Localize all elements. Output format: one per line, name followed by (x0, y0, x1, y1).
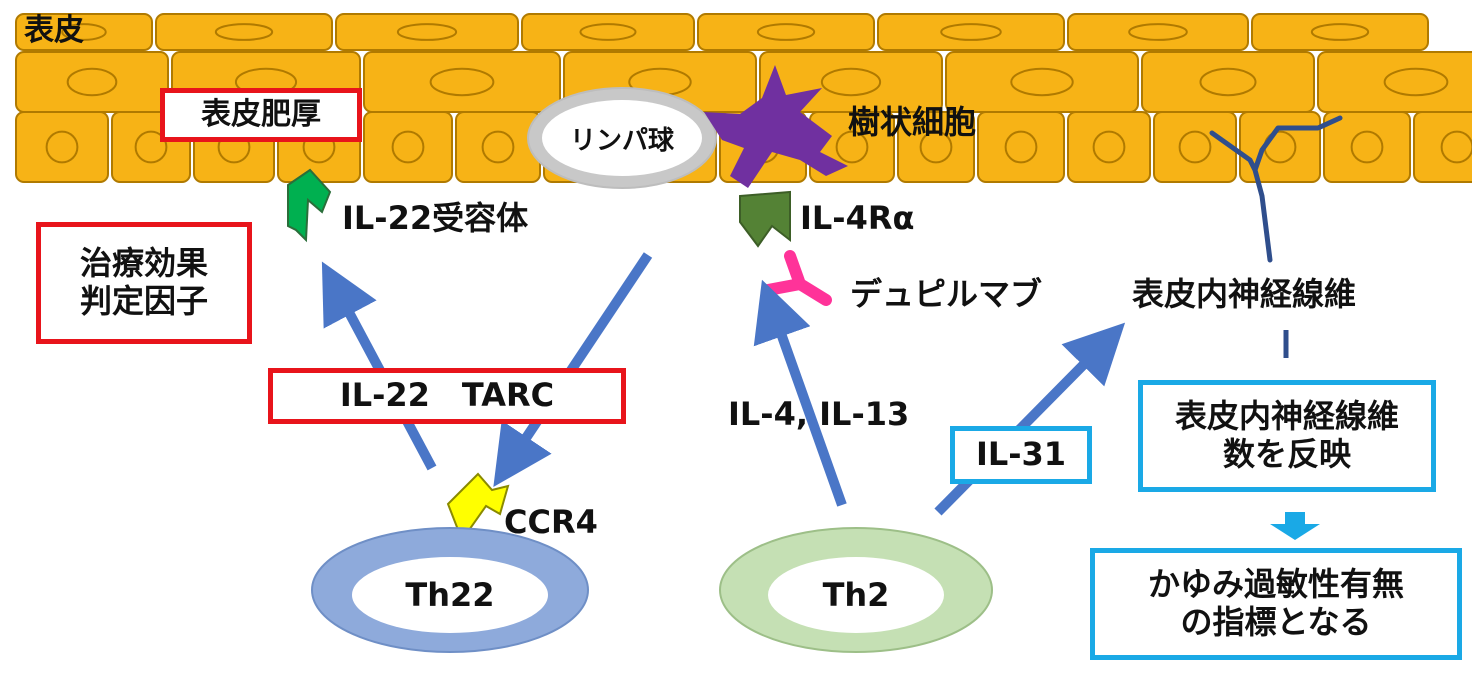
epidermal-thickening-text: 表皮肥厚 (201, 97, 321, 133)
nerve-count-box: 表皮内神経線維 数を反映 (1138, 380, 1436, 492)
epidermal-cell (1239, 111, 1321, 183)
epidermal-cell (15, 111, 109, 183)
epidermal-cell-nucleus (835, 130, 869, 164)
epidermal-cell (897, 111, 975, 183)
epidermal-cell (977, 111, 1065, 183)
epidermal-cell-nucleus (1010, 67, 1074, 97)
dendritic-cell-label: 樹状細胞 (848, 103, 977, 141)
nerve-count-line-2: 数を反映 (1222, 435, 1351, 473)
epidermal-cell (1323, 111, 1411, 183)
epidermal-cell (335, 13, 519, 51)
il31-text: IL-31 (975, 435, 1067, 474)
epidermal-cell (1413, 111, 1472, 183)
epidermal-cell-nucleus (919, 130, 953, 164)
il22-tarc-text: IL-22 TARC (339, 376, 555, 415)
epidermal-cell-nucleus (1004, 130, 1038, 164)
epidermal-cell-nucleus (134, 130, 168, 164)
epidermal-cell-nucleus (1128, 23, 1188, 41)
epidermal-cell (1317, 51, 1472, 113)
epidermal-cell-nucleus (756, 23, 816, 41)
epidermal-cell (877, 13, 1065, 51)
epidermal-cell-nucleus (940, 23, 1002, 41)
itch-indicator-box: かゆみ過敏性有無 の指標となる (1090, 548, 1462, 660)
treatment-factor-box: 治療効果 判定因子 (36, 222, 252, 344)
epidermal-cell (1141, 51, 1315, 113)
epidermal-cell (363, 111, 453, 183)
lymphocyte-nucleus (542, 100, 702, 176)
epidermal-cell (15, 51, 169, 113)
il4-il13-label: IL-4, IL-13 (728, 395, 910, 433)
epidermal-cell (521, 13, 695, 51)
nerve-fiber (1209, 115, 1343, 263)
arrow-down-blue (1270, 512, 1320, 540)
th22-nucleus (352, 557, 548, 633)
th2-label: Th2 (822, 576, 890, 614)
th2-nucleus (768, 557, 944, 633)
epidermal-cell-nucleus (1310, 23, 1370, 41)
treatment-factor-line-1: 治療効果 (79, 244, 208, 283)
epidermal-cell-nucleus (61, 23, 107, 41)
epidermal-thickening-box: 表皮肥厚 (160, 88, 362, 142)
epidermis-label: 表皮 (24, 13, 84, 48)
epidermal-cell (455, 111, 541, 183)
dupilumab-shape (762, 250, 832, 306)
epidermal-cell (1251, 13, 1429, 51)
intraepidermal-nerve-label: 表皮内神経線維 (1132, 275, 1357, 313)
epidermal-cell (1067, 111, 1151, 183)
arrow-th2-to-il4r (753, 279, 847, 507)
epidermal-cell-nucleus (1178, 130, 1212, 164)
epidermal-cell-nucleus (1383, 67, 1449, 97)
il31-box: IL-31 (950, 426, 1092, 484)
epidermal-cell-nucleus (1199, 67, 1257, 97)
epidermal-cell (155, 13, 333, 51)
epidermis-layer (15, 13, 1472, 183)
il22-receptor-label: IL-22受容体 (342, 199, 529, 237)
itch-indicator-line-1: かゆみ過敏性有無 (1147, 565, 1404, 604)
epidermal-cell (697, 13, 875, 51)
dendritic-cell (704, 65, 848, 188)
lymphocyte-label: リンパ球 (569, 126, 674, 156)
epidermal-cell-nucleus (396, 23, 458, 41)
epidermal-cell-nucleus (579, 23, 637, 41)
epidermal-cell-nucleus (820, 67, 882, 97)
il4r-alpha-label: IL-4Rα (800, 199, 915, 237)
itch-indicator-line-2: の指標となる (1180, 603, 1372, 641)
il22-tarc-box: IL-22 TARC (268, 368, 626, 424)
th22-label: Th22 (405, 576, 495, 614)
epidermal-cell-nucleus (214, 23, 274, 41)
nerve-count-line-1: 表皮内神経線維 (1174, 397, 1399, 436)
il22-receptor-shape (287, 168, 332, 243)
epidermal-cell-nucleus (1440, 130, 1472, 164)
treatment-factor-line-2: 判定因子 (79, 282, 208, 320)
il4r-alpha-shape (739, 190, 791, 248)
ccr4-label: CCR4 (504, 503, 598, 541)
epidermal-cell (363, 51, 561, 113)
epidermal-cell-nucleus (429, 67, 495, 97)
dupilumab-label: デュピルマブ (850, 275, 1043, 313)
epidermal-cell-nucleus (1350, 130, 1384, 164)
epidermal-cell-nucleus (481, 130, 515, 164)
epidermal-cell (1067, 13, 1249, 51)
epidermal-cell (1153, 111, 1237, 183)
epidermal-cell-nucleus (45, 130, 79, 164)
epidermal-cell-nucleus (391, 130, 425, 164)
epidermal-cell-nucleus (66, 67, 118, 97)
arrow-lymphocyte-to-ccr4 (493, 252, 653, 487)
epidermal-cell (15, 13, 153, 51)
epidermal-cell-nucleus (1092, 130, 1126, 164)
